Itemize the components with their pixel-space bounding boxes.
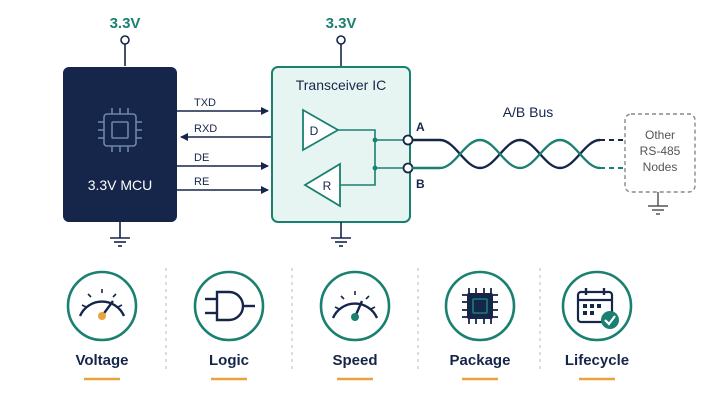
receiver-label: R xyxy=(323,179,332,193)
rxd-label: RXD xyxy=(194,123,217,135)
mcu-supply-terminal xyxy=(120,35,130,66)
transceiver-supply-terminal xyxy=(336,35,346,66)
feature-dividers xyxy=(165,268,541,372)
transceiver-internal-wiring xyxy=(338,129,404,186)
pin-b xyxy=(402,162,414,174)
nodes-line-2: RS-485 xyxy=(640,144,681,158)
nodes-line-3: Nodes xyxy=(643,160,678,174)
transceiver-ground-icon xyxy=(331,222,351,247)
speedometer-icon xyxy=(331,291,379,321)
bus-wire-b xyxy=(412,138,601,170)
driver-label: D xyxy=(310,124,319,138)
nodes-line-1: Other xyxy=(645,128,675,142)
mcu-supply-label: 3.3V xyxy=(110,15,141,32)
bus-dashed-extension xyxy=(600,139,624,169)
bus-wire-a xyxy=(412,138,601,170)
mcu-label: 3.3V MCU xyxy=(88,177,153,193)
driver-triangle xyxy=(302,108,340,152)
transceiver-title: Transceiver IC xyxy=(296,77,387,93)
pin-a xyxy=(402,134,414,146)
de-label: DE xyxy=(194,152,209,164)
mcu-block xyxy=(63,67,177,222)
feature-lifecycle-label: Lifecycle xyxy=(565,352,629,369)
calendar-check-icon xyxy=(576,288,619,329)
feature-voltage-label: Voltage xyxy=(75,352,128,369)
and-gate-icon xyxy=(205,290,255,322)
transceiver-supply-label: 3.3V xyxy=(326,15,357,32)
feature-lifecycle: Lifecycle xyxy=(561,270,633,381)
other-nodes-box xyxy=(624,113,696,193)
bus-label: A/B Bus xyxy=(503,104,554,120)
feature-package-label: Package xyxy=(450,352,511,369)
pin-b-label: B xyxy=(416,177,425,191)
feature-speed-label: Speed xyxy=(332,352,377,369)
txd-label: TXD xyxy=(194,97,216,109)
feature-voltage: Voltage xyxy=(66,270,138,381)
feature-package: Package xyxy=(444,270,516,381)
pin-a-label: A xyxy=(416,120,425,134)
feature-logic: Logic xyxy=(193,270,265,381)
nodes-ground-icon xyxy=(648,192,668,215)
feature-logic-label: Logic xyxy=(209,352,249,369)
mcu-ground-icon xyxy=(110,222,130,247)
gauge-needle-icon xyxy=(78,289,126,320)
re-label: RE xyxy=(194,176,209,188)
chip-package-icon xyxy=(462,288,498,324)
chip-icon xyxy=(98,108,142,152)
feature-speed: Speed xyxy=(319,270,391,381)
